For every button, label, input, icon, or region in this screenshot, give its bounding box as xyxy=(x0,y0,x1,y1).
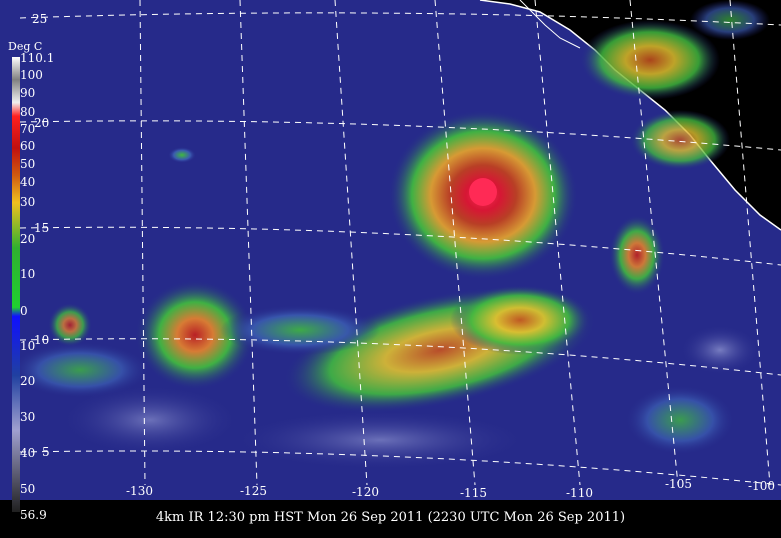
longitude-label: -130 xyxy=(126,484,153,498)
colorbar-tick: 10 xyxy=(20,339,36,353)
coastal-cloud xyxy=(630,110,730,170)
colorbar-tick: 80 xyxy=(20,105,36,119)
colorbar-units: Deg C xyxy=(8,40,43,53)
storm-cell xyxy=(609,215,665,295)
small-cloud xyxy=(168,147,196,163)
cloud-band xyxy=(450,285,590,355)
latitude-label: 25 xyxy=(32,12,48,26)
longitude-label: -100 xyxy=(748,479,775,493)
latitude-label: 15 xyxy=(34,221,50,235)
colorbar-max: 110.1 xyxy=(20,51,55,65)
cloud-area xyxy=(680,325,760,375)
cloud-band xyxy=(10,342,150,398)
colorbar-tick: 50 xyxy=(20,157,36,171)
hurricane-eye xyxy=(469,178,497,206)
longitude-label: -115 xyxy=(460,486,487,500)
temperature-colorbar xyxy=(12,57,20,512)
longitude-gridlines xyxy=(139,0,771,486)
colorbar-tick: 40 xyxy=(20,446,36,460)
colorbar-tick: 100 xyxy=(20,68,43,82)
colorbar-tick: 70 xyxy=(20,122,36,136)
colorbar-tick: 0 xyxy=(20,304,28,318)
cloud-area xyxy=(625,385,735,455)
colorbar-min: 56.9 xyxy=(20,508,47,522)
baja-coastline xyxy=(519,0,581,49)
longitude-label: -125 xyxy=(240,484,267,498)
coastal-cloud xyxy=(580,20,720,100)
cirrus-wisp xyxy=(60,385,240,455)
ir-satellite-map xyxy=(0,0,781,500)
longitude-label: -110 xyxy=(566,486,593,500)
cirrus-wisp xyxy=(230,410,530,470)
longitude-label: -120 xyxy=(352,485,379,499)
storm-cluster xyxy=(48,303,92,347)
colorbar-tick: 10 xyxy=(20,267,36,281)
colorbar-tick: 50 xyxy=(20,482,36,496)
colorbar-tick: 20 xyxy=(20,232,36,246)
colorbar-tick: 20 xyxy=(20,374,36,388)
colorbar-tick: 30 xyxy=(20,195,36,209)
colorbar-tick: 60 xyxy=(20,139,36,153)
latitude-label: 10 xyxy=(34,333,50,347)
image-caption: 4km IR 12:30 pm HST Mon 26 Sep 2011 (223… xyxy=(155,510,626,525)
latitude-label: 20 xyxy=(34,116,50,130)
storm-cluster xyxy=(135,280,255,390)
longitude-label: -105 xyxy=(665,477,692,491)
latitude-label: 5 xyxy=(42,445,50,459)
colorbar-tick: 40 xyxy=(20,175,36,189)
colorbar-tick: 90 xyxy=(20,86,36,100)
coastal-cloud xyxy=(690,0,770,40)
colorbar-tick: 30 xyxy=(20,410,36,424)
latitude-gridlines xyxy=(19,12,781,486)
